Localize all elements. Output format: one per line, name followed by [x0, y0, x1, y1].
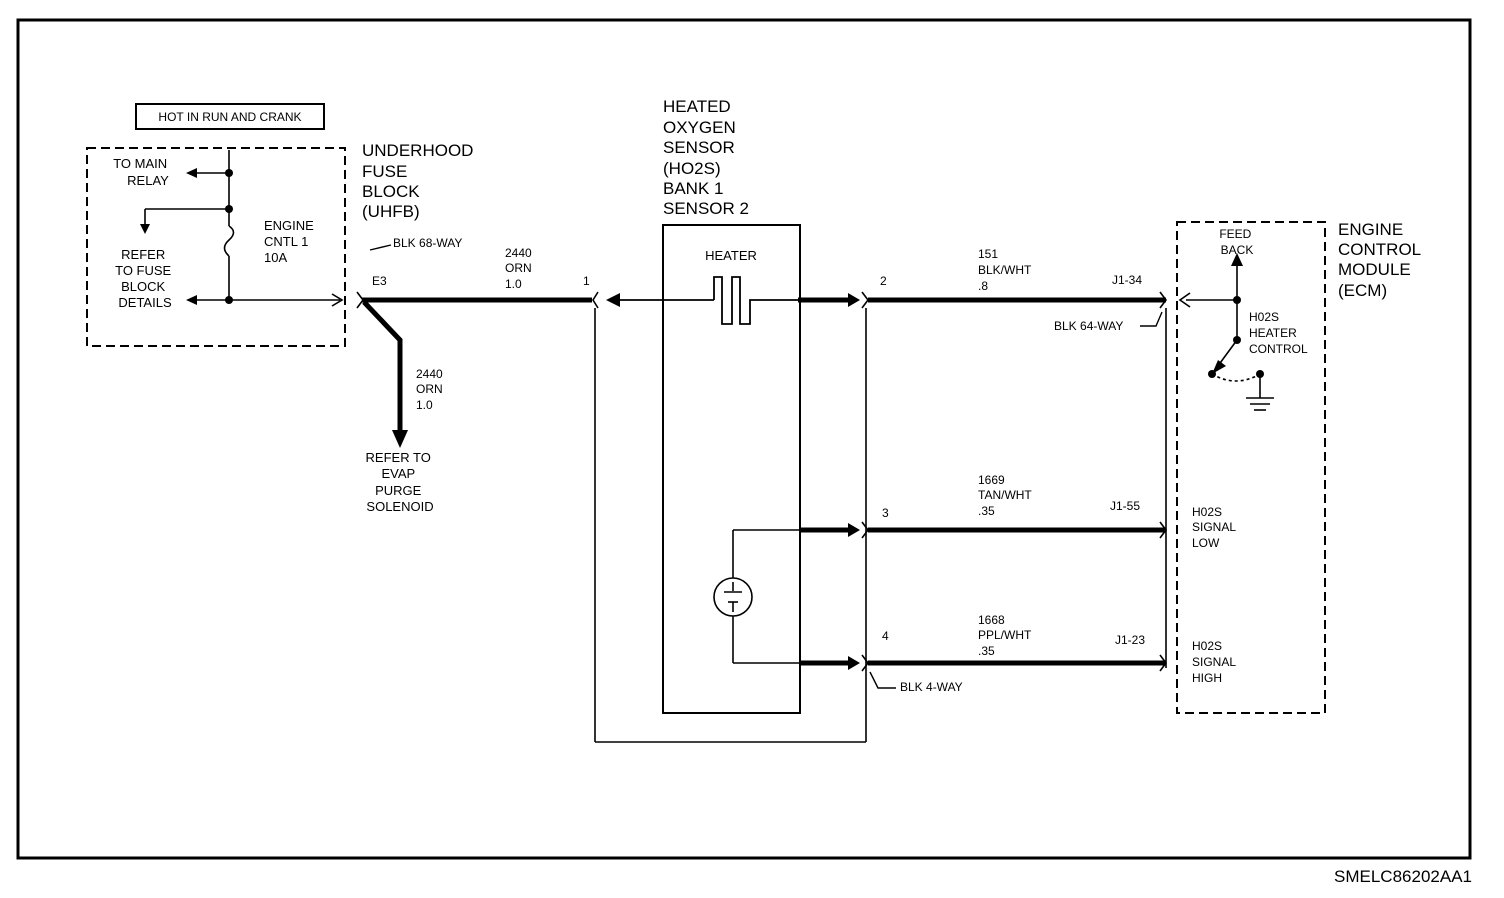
wire-2440-branch-label: 2440 ORN 1.0 — [416, 367, 446, 412]
pin4-connector-mark — [861, 654, 869, 672]
pin-j1-34-label: J1-34 — [1112, 273, 1142, 287]
figure-id: SMELC86202AA1 — [1334, 867, 1472, 886]
fuse-block-title: UNDERHOOD FUSE BLOCK (UHFB) — [362, 141, 478, 221]
signal-low-label: H02S SIGNAL LOW — [1192, 505, 1239, 550]
j1-55-connector-mark — [1159, 521, 1167, 539]
wire-2440-branch — [362, 300, 403, 432]
heater-label: HEATER — [705, 248, 757, 263]
pin2-arrow — [848, 293, 860, 307]
pin3-connector-mark — [861, 521, 869, 539]
ecm-connector-leader — [1140, 311, 1163, 327]
pin1-label: 1 — [583, 274, 590, 288]
switch-node-top — [1233, 336, 1241, 344]
ecm-title: ENGINE CONTROL MODULE (ECM) — [1338, 220, 1425, 300]
sensor-connector-left-mark — [592, 291, 599, 309]
fuse-block-wiring — [144, 150, 340, 301]
refer-fuse-details-label: REFER TO FUSE BLOCK DETAILS — [115, 247, 175, 310]
pin-j1-23-label: J1-23 — [1115, 633, 1145, 647]
hot-label-box — [135, 103, 325, 130]
wire-1669-label: 1669 TAN/WHT .35 — [978, 473, 1035, 518]
fuse-connector-label: BLK 68-WAY — [393, 236, 462, 250]
pin3-arrow — [848, 523, 860, 537]
feedback-label: FEED BACK — [1219, 227, 1254, 257]
j1-34-connector-mark — [1159, 291, 1167, 309]
ground-node — [1256, 370, 1264, 378]
pin2-label: 2 — [880, 274, 887, 288]
j1-23-connector-mark — [1159, 654, 1167, 672]
ecm-connector-label: BLK 64-WAY — [1054, 319, 1123, 333]
sensor-connector-label: BLK 4-WAY — [900, 680, 963, 694]
feedback-arrow — [1231, 253, 1243, 266]
pin-j1-55-label: J1-55 — [1110, 499, 1140, 513]
ecm-box — [1176, 221, 1326, 714]
heater-control-label: H02S HEATER CONTROL — [1249, 310, 1308, 356]
fuse-out-arrow — [331, 293, 344, 307]
diagram-frame — [16, 18, 1472, 860]
pin1-arrow — [606, 293, 620, 307]
sensor-title: HEATED OXYGEN SENSOR (HO2S) BANK 1 SENSO… — [663, 97, 749, 218]
pin2-connector-mark — [861, 291, 869, 309]
wire-2440-main-label: 2440 ORN 1.0 — [505, 246, 535, 291]
wire-1668-label: 1668 PPL/WHT .35 — [978, 613, 1034, 658]
wire-151-label: 151 BLK/WHT .8 — [978, 247, 1034, 293]
sensor-connector-leader — [869, 671, 896, 689]
pin4-label: 4 — [882, 629, 889, 643]
switch-arrow — [1212, 360, 1226, 374]
feedback-input-arrow — [1178, 292, 1191, 308]
pin4-arrow — [848, 656, 860, 670]
hot-label: HOT IN RUN AND CRANK — [158, 110, 301, 124]
fuse-block-nodes — [140, 168, 233, 305]
sensing-element — [713, 529, 800, 664]
fuse-block-box — [86, 147, 346, 347]
heater-element — [612, 276, 798, 325]
pin3-label: 3 — [882, 506, 889, 520]
evap-refer-label: REFER TO EVAP PURGE SOLENOID — [366, 450, 435, 514]
fuse-connector-leader — [369, 244, 392, 251]
feedback-node — [1233, 296, 1241, 304]
evap-arrow — [392, 430, 408, 448]
fuse-rating-label: ENGINE CNTL 1 10A — [264, 218, 317, 265]
signal-high-label: H02S SIGNAL HIGH — [1192, 639, 1239, 685]
sensor-body — [662, 224, 801, 714]
to-main-relay-label: TO MAIN RELAY — [113, 156, 171, 188]
fuse-terminal-label: E3 — [372, 274, 387, 288]
